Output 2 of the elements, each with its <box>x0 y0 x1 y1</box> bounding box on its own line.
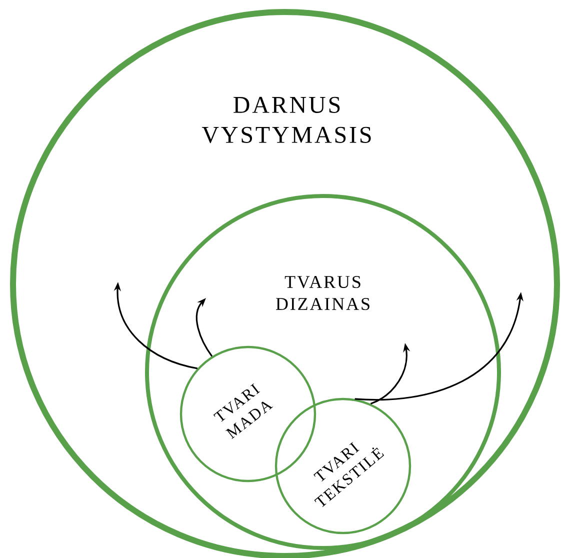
circle-label: DARNUS VYSTYMASIS <box>202 96 371 144</box>
circle-label: TVARUS DIZAINAS <box>276 276 370 310</box>
